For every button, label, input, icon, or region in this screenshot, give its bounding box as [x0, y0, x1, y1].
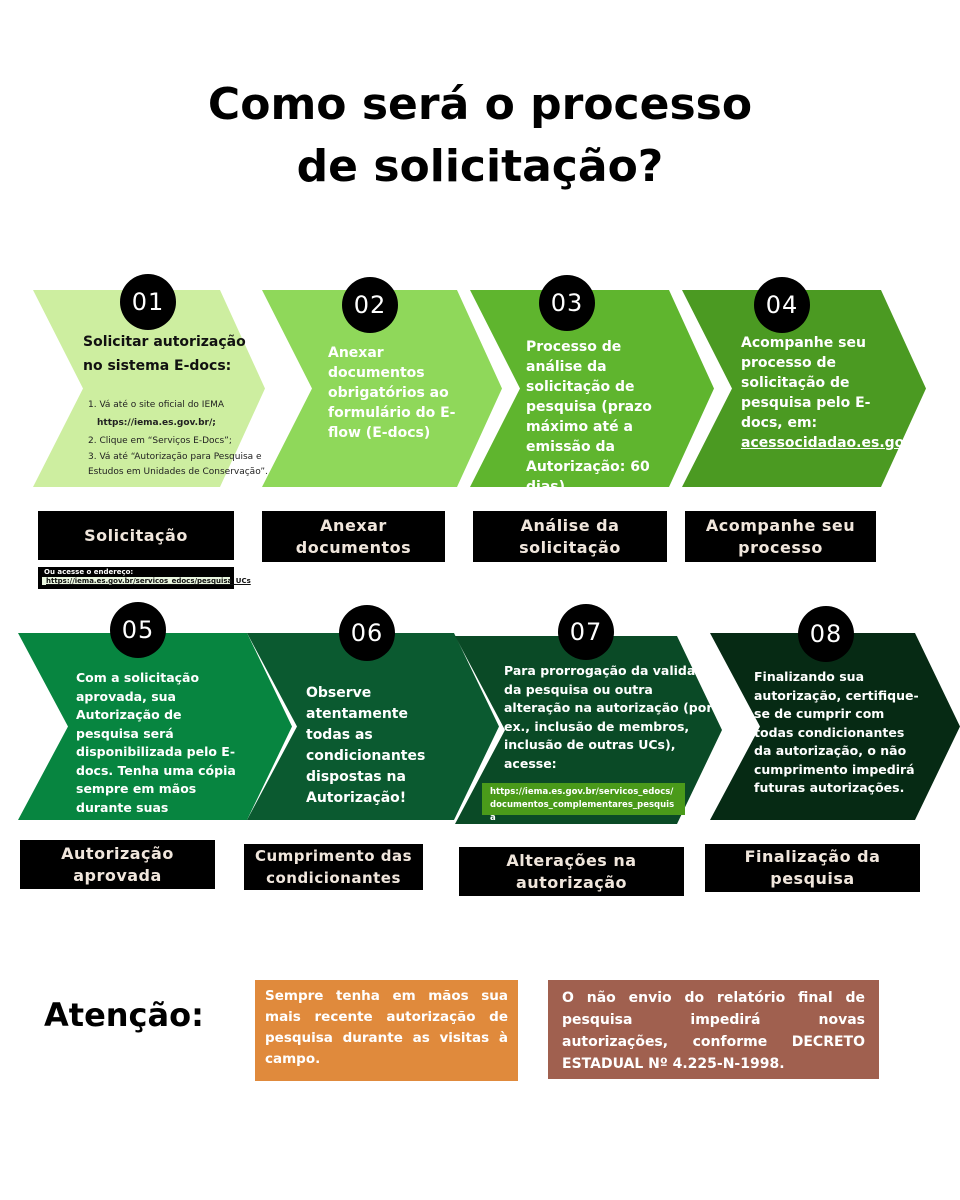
- attention-note-1: Sempre tenha em mãos sua mais recente au…: [255, 980, 518, 1081]
- page-title: Como será o processo de solicitação?: [0, 74, 960, 198]
- step-4-desc: Acompanhe seu processo de solicitação de…: [741, 335, 871, 431]
- step-number-7: 07: [558, 604, 614, 660]
- alt-address-link[interactable]: https://iema.es.gov.br/servicos_edocs/pe…: [42, 577, 251, 585]
- step-7-text: Para prorrogação da validade da pesquisa…: [504, 663, 713, 771]
- step-5-label: Autorização aprovada: [20, 840, 215, 889]
- step-7-label: Alterações na autorização: [459, 847, 684, 896]
- step-8-label: Finalização da pesquisa: [705, 844, 920, 892]
- step-1-item: 1. Vá até o site oficial do IEMA: [88, 400, 225, 410]
- step-1-label: Solicitação: [38, 511, 234, 560]
- step-4-label: Acompanhe seu processo: [685, 511, 876, 562]
- step-6-text: Observe atentamente todas as condicionan…: [306, 685, 426, 806]
- step-1-heading: Solicitar autorização no sistema E-docs:: [83, 334, 246, 374]
- step-number-1: 01: [120, 274, 176, 330]
- title-line-1: Como será o processo: [207, 79, 753, 130]
- step-number-6: 06: [339, 605, 395, 661]
- alt-address-box: Ou acesse o endereço: https://iema.es.go…: [38, 567, 251, 589]
- step-number-5: 05: [110, 602, 166, 658]
- step-number-2: 02: [342, 277, 398, 333]
- step-1-link[interactable]: https://iema.es.gov.br/;: [97, 418, 216, 428]
- step-2-text: Anexar documentos obrigatórios ao formul…: [328, 345, 456, 441]
- alt-address-title: Ou acesse o endereço:: [44, 568, 134, 576]
- step-number-4: 04: [754, 277, 810, 333]
- step-1-item: 2. Clique em “Serviços E-Docs”;: [88, 436, 232, 446]
- step-1-list: 1. Vá até o site oficial do IEMA https:/…: [88, 396, 268, 480]
- step-6-label: Cumprimento das condicionantes: [244, 844, 423, 890]
- step-3-text: Processo de análise da solicitação de pe…: [526, 339, 652, 495]
- step-5-text: Com a solicitação aprovada, sua Autoriza…: [76, 670, 236, 833]
- attention-heading: Atenção:: [44, 996, 204, 1034]
- step-1-item[interactable]: 3. Vá até “Autorização para Pesquisa e E…: [88, 452, 268, 477]
- step-8-text: Finalizando sua autorização, certifique-…: [754, 669, 919, 795]
- step-3-label: Análise da solicitação: [473, 511, 667, 562]
- step-7-link[interactable]: https://iema.es.gov.br/servicos_edocs/do…: [482, 783, 685, 823]
- step-2-label: Anexar documentos: [262, 511, 445, 562]
- attention-note-2: O não envio do relatório final de pesqui…: [548, 980, 879, 1079]
- step-4-link[interactable]: acessocidadao.es.gov.br: [741, 435, 935, 451]
- step-4-text: Acompanhe seu processo de solicitação de…: [741, 333, 935, 453]
- title-line-2: de solicitação?: [296, 141, 664, 192]
- step-number-8: 08: [798, 606, 854, 662]
- step-number-3: 03: [539, 275, 595, 331]
